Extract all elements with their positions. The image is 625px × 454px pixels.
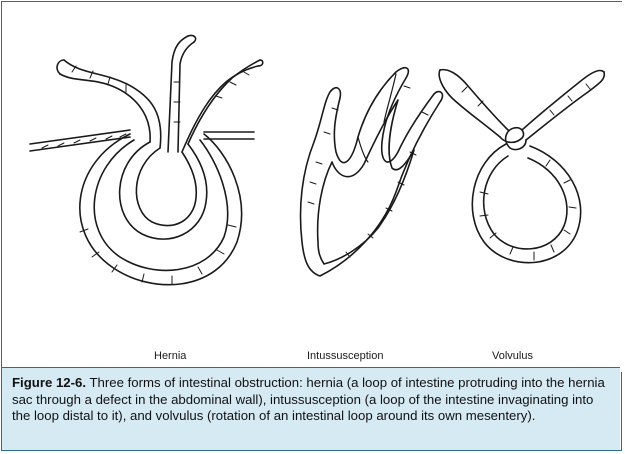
intussusception-illustration [301, 68, 443, 276]
volvulus-loop-inner [484, 156, 567, 249]
volvulus-twist [500, 128, 526, 150]
hernia-sac-inner [94, 140, 227, 270]
illustration-area: Hernia Intussusception Volvulus [2, 2, 623, 372]
hernia-illustration [30, 35, 263, 284]
volvulus-loop-outer [472, 144, 580, 263]
illustration-svg [2, 2, 623, 372]
volvulus-illustration [439, 70, 604, 263]
hernia-bowel-loop [120, 142, 207, 239]
caption-text: Three forms of intestinal obstruction: h… [12, 375, 605, 423]
volvulus-label: Volvulus [492, 350, 533, 362]
intussusception-outer [301, 68, 443, 276]
figure-caption: Figure 12-6. Three forms of intestinal o… [2, 367, 620, 450]
figure-number: Figure 12-6. [12, 375, 86, 390]
hernia-sac-outer [80, 134, 242, 285]
hernia-left-limb [60, 74, 150, 142]
volvulus-right-limb [522, 70, 604, 130]
intussusception-label: Intussusception [307, 350, 383, 362]
volvulus-left-limb [439, 70, 500, 137]
hernia-label: Hernia [154, 350, 186, 362]
